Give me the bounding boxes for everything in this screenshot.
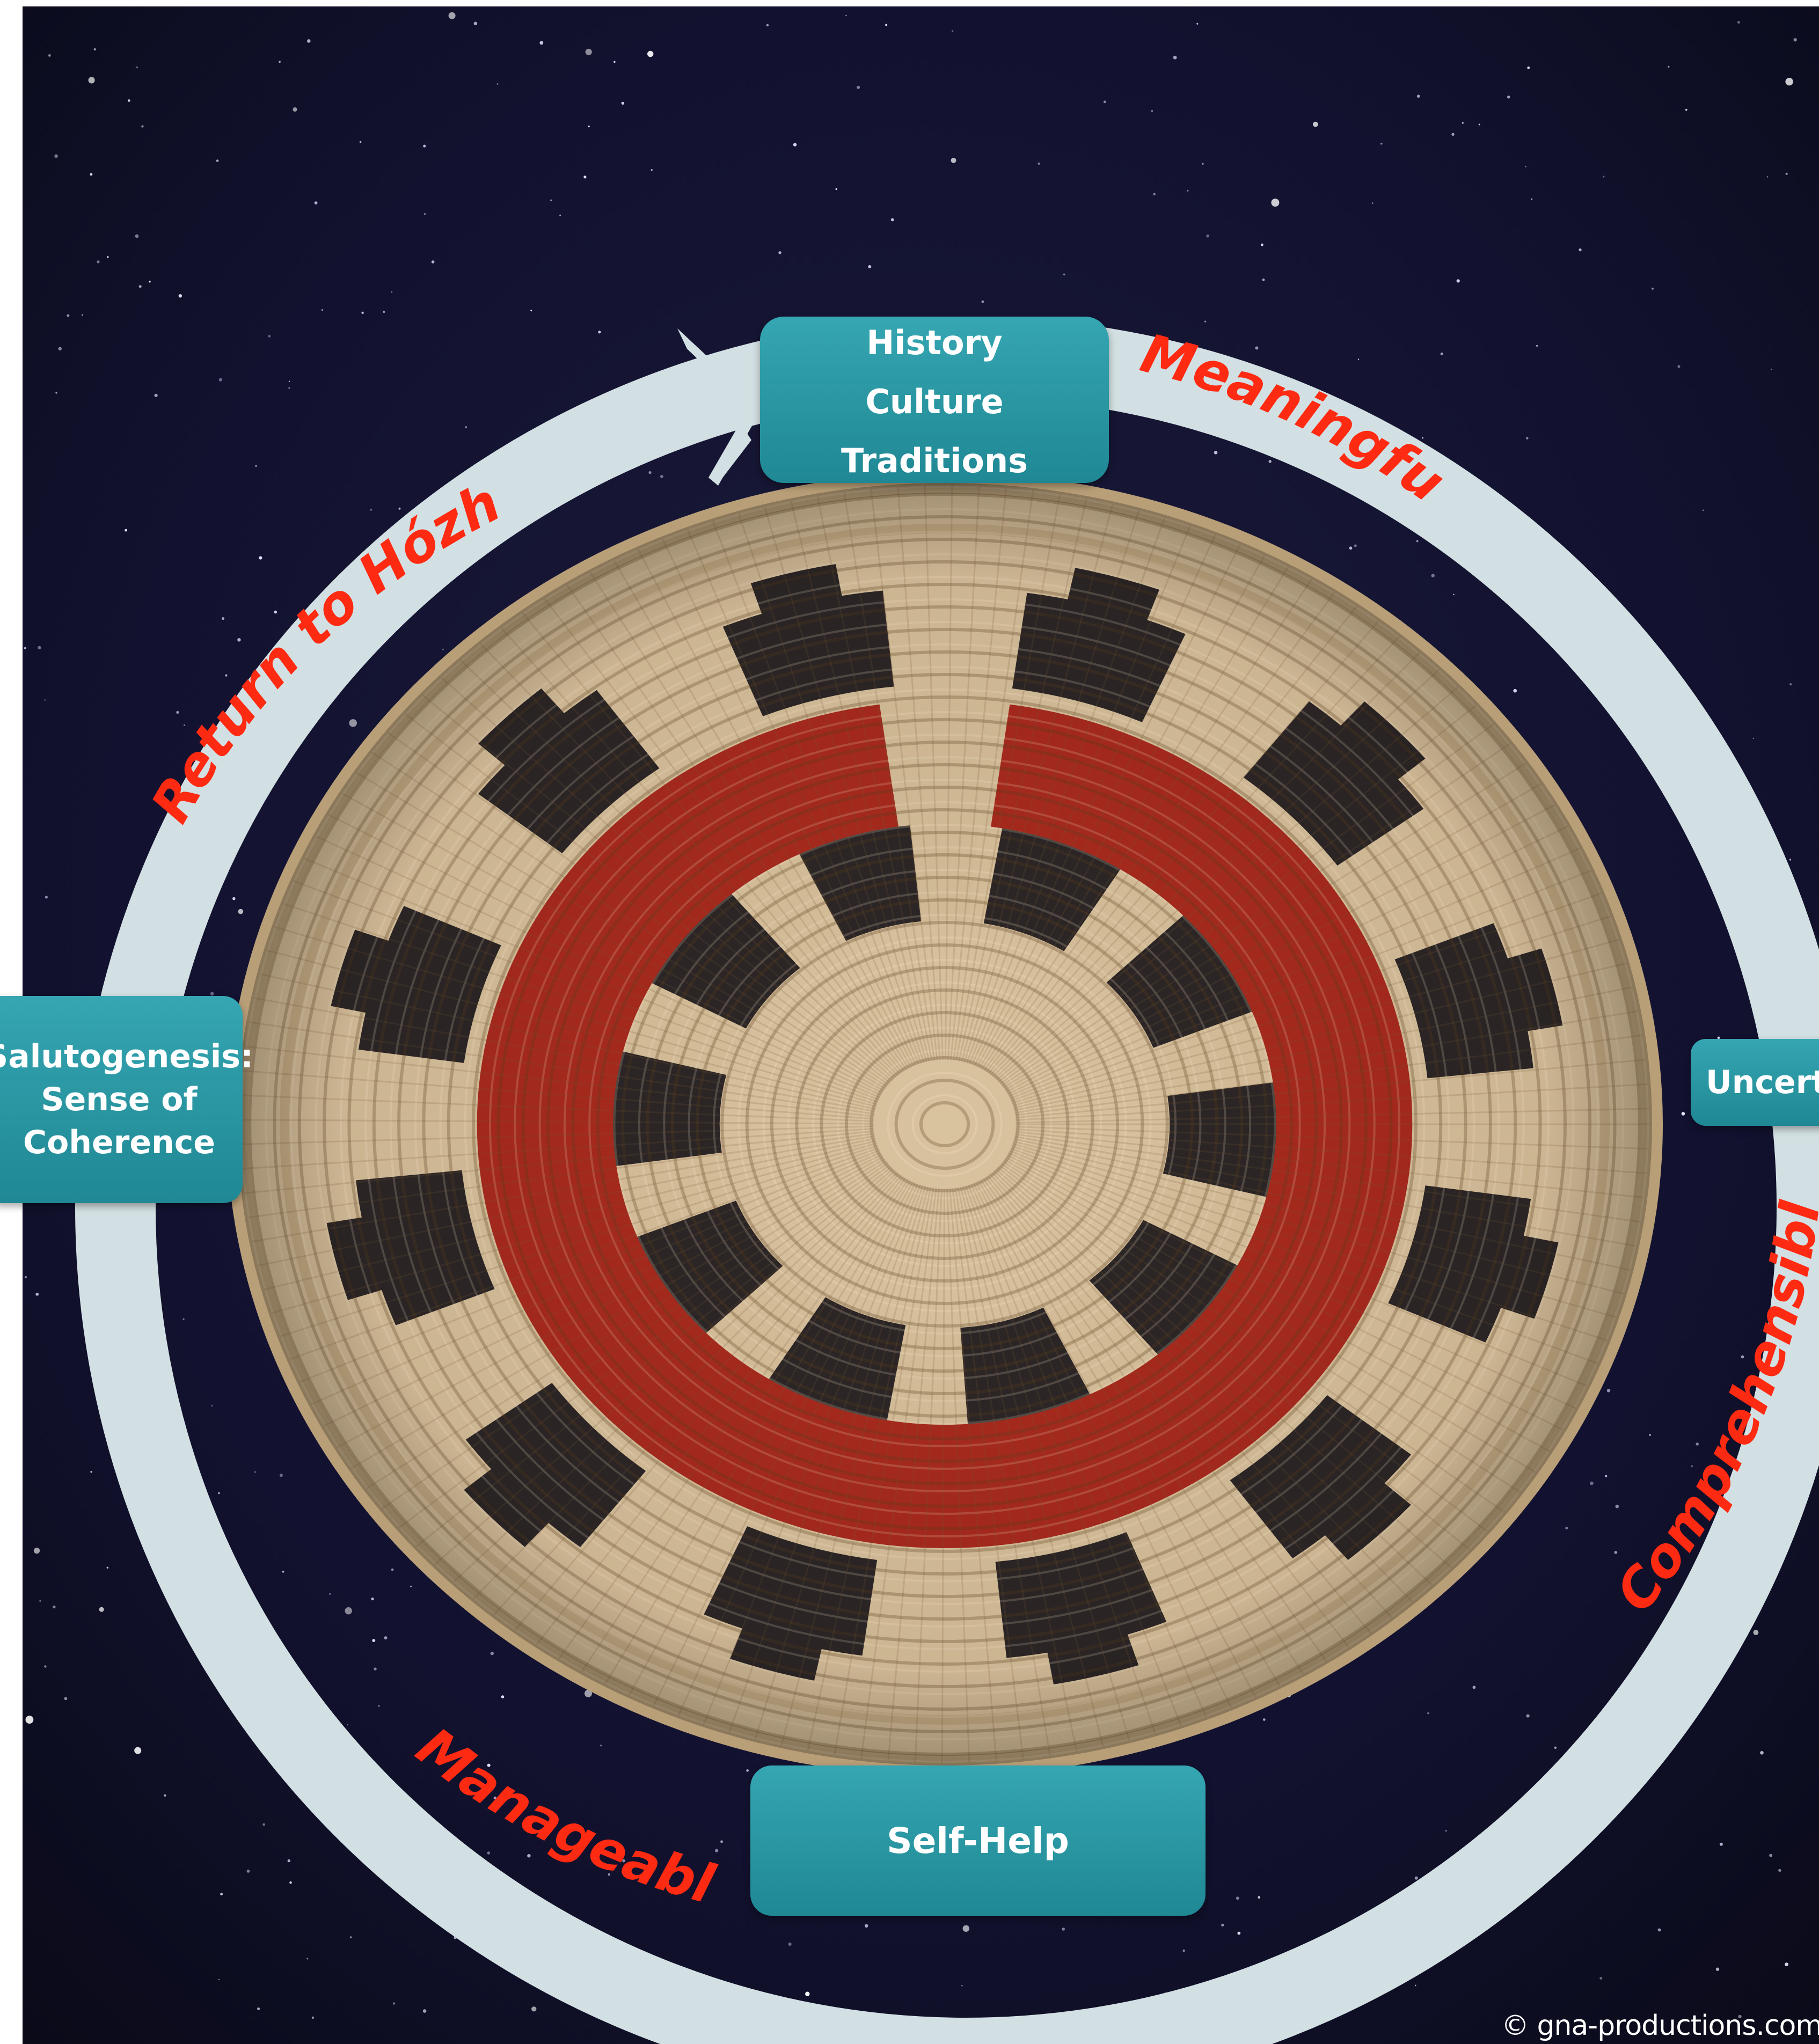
salutogenesis-box: Salutogenesis: Sense of Coherence <box>0 996 253 1203</box>
box-line-salutogenesis: Salutogenesis: <box>0 1038 253 1075</box>
box-line-self-help: Self-Help <box>887 1820 1069 1862</box>
box-line-culture: Culture <box>865 382 1004 421</box>
uncertainty-box: Uncert <box>1691 1039 1819 1126</box>
history-culture-traditions-box: History Culture Traditions <box>760 317 1109 483</box>
arrow-head-shape <box>677 328 762 486</box>
box-line-traditions: Traditions <box>841 441 1028 480</box>
box-line-uncertainty: Uncert <box>1706 1064 1819 1101</box>
box-line-coherence: Coherence <box>23 1124 215 1161</box>
copyright-watermark: © gna-productions.com <box>1501 2010 1819 2042</box>
self-help-box: Self-Help <box>750 1765 1206 1916</box>
woven-basket-image <box>227 472 1663 1776</box>
box-line-sense-of: Sense of <box>41 1081 198 1118</box>
box-line-history: History <box>866 323 1003 362</box>
